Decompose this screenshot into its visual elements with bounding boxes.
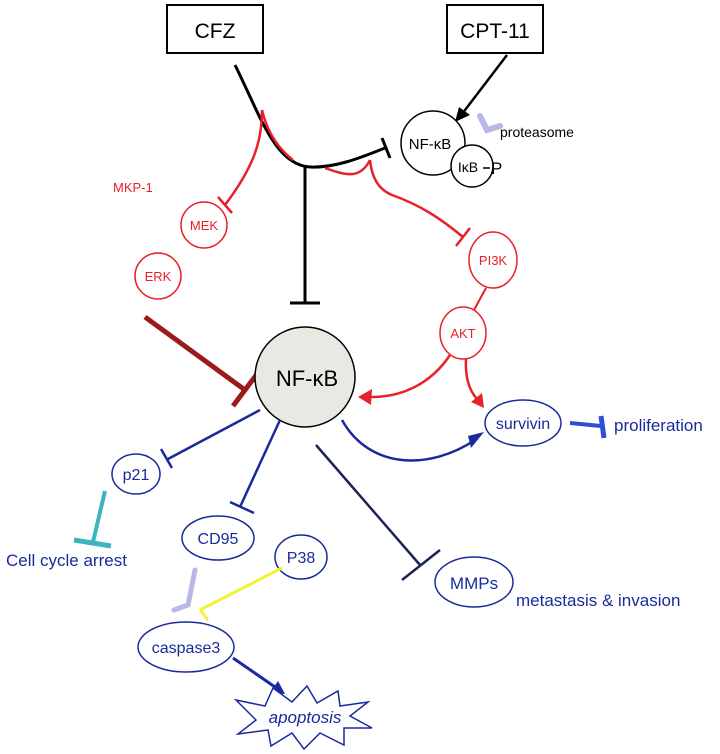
nfkb-complex-label: NF-κB (409, 136, 452, 153)
nfkb-to-p21-line (167, 408, 261, 461)
survivin-label: survivin (496, 416, 550, 433)
survivin-proliferation-line (569, 421, 602, 428)
proliferation-inhibit-bar (598, 415, 607, 439)
mek-inhibit-bar (217, 196, 233, 214)
mek-branch-line (223, 109, 264, 206)
akt-to-survivin-line (464, 358, 479, 401)
p38-ellipse (274, 534, 328, 580)
nfkb-label: NF-κB (276, 366, 338, 391)
pi3k-ellipse (468, 231, 518, 289)
akt-survivin-arrowhead (471, 393, 484, 408)
p38-caspase-line (199, 566, 283, 612)
p38-label: P38 (287, 550, 316, 567)
p38-caspase-line-end (198, 609, 210, 621)
proteasome-label: proteasome (500, 124, 574, 140)
akt-label: AKT (450, 326, 475, 341)
pi3k-inhibit-bar (455, 227, 471, 247)
mek-branch-top (260, 109, 294, 161)
nfkb-complex-circle (400, 110, 466, 176)
akt-nfkb-arrowhead (358, 389, 372, 405)
p21-ellipse (111, 453, 161, 495)
apoptosis-label: apoptosis (269, 708, 342, 727)
caspase-lavender-mark (171, 567, 198, 613)
nfkb-circle (254, 326, 356, 428)
cd95-ellipse (181, 515, 255, 561)
cd95-inhibit-bar (229, 500, 255, 515)
nfkb-to-cd95-line (238, 419, 282, 508)
p21-inhibit-bar (159, 448, 174, 469)
cpt11-arrowhead (455, 107, 470, 122)
nfkb-to-survivin-line (340, 419, 476, 462)
apoptosis-starburst (233, 684, 373, 751)
cfz-curve (233, 64, 386, 169)
akt-to-nfkb-line (367, 354, 452, 399)
cfz-inhibit-bar-complex (380, 137, 392, 159)
mmps-ellipse (434, 556, 514, 608)
pi3k-akt-link (473, 287, 487, 311)
pi3k-label: PI3K (479, 253, 508, 268)
akt-ellipse (439, 306, 487, 360)
erk-label: ERK (145, 269, 172, 284)
cpt11-label: CPT-11 (460, 20, 530, 43)
ikb-label: IκB (458, 159, 478, 175)
cd95-label: CD95 (198, 531, 239, 548)
ikb-circle (450, 144, 494, 188)
ikb-p-label: P (491, 159, 502, 178)
erk-to-nfkb-line (143, 314, 247, 393)
cell-cycle-arrest-label: Cell cycle arrest (6, 551, 127, 570)
mmps-inhibit-bar (401, 549, 441, 581)
caspase-apoptosis-line (232, 656, 276, 689)
arrest-inhibit-bar (73, 537, 112, 549)
caspase3-label: caspase3 (152, 640, 221, 657)
mek-label: MEK (190, 218, 219, 233)
cpt11-arrow-line (461, 54, 508, 115)
pi3k-branch-line (368, 159, 464, 238)
erk-nfkb-inhibit-bar (231, 372, 259, 408)
mkp1-label: MKP-1 (113, 180, 153, 195)
proliferation-label: proliferation (614, 416, 703, 435)
p21-arrest-line (91, 490, 107, 543)
p21-label: p21 (123, 467, 150, 484)
nfkb-survivin-arrowhead (468, 432, 484, 448)
erk-circle (134, 252, 182, 300)
caspase3-ellipse (137, 621, 235, 673)
mmps-label: MMPs (450, 574, 498, 593)
cfz-label: CFZ (195, 20, 236, 43)
cpt11-box (446, 4, 544, 54)
cfz-box (166, 4, 264, 54)
nfkb-to-mmps-line (315, 444, 421, 566)
proteasome-inhibit-mark (477, 113, 503, 134)
mek-circle (180, 201, 228, 249)
pi3k-branch-top (324, 159, 372, 176)
survivin-ellipse (484, 399, 562, 447)
metastasis-label: metastasis & invasion (516, 591, 680, 610)
